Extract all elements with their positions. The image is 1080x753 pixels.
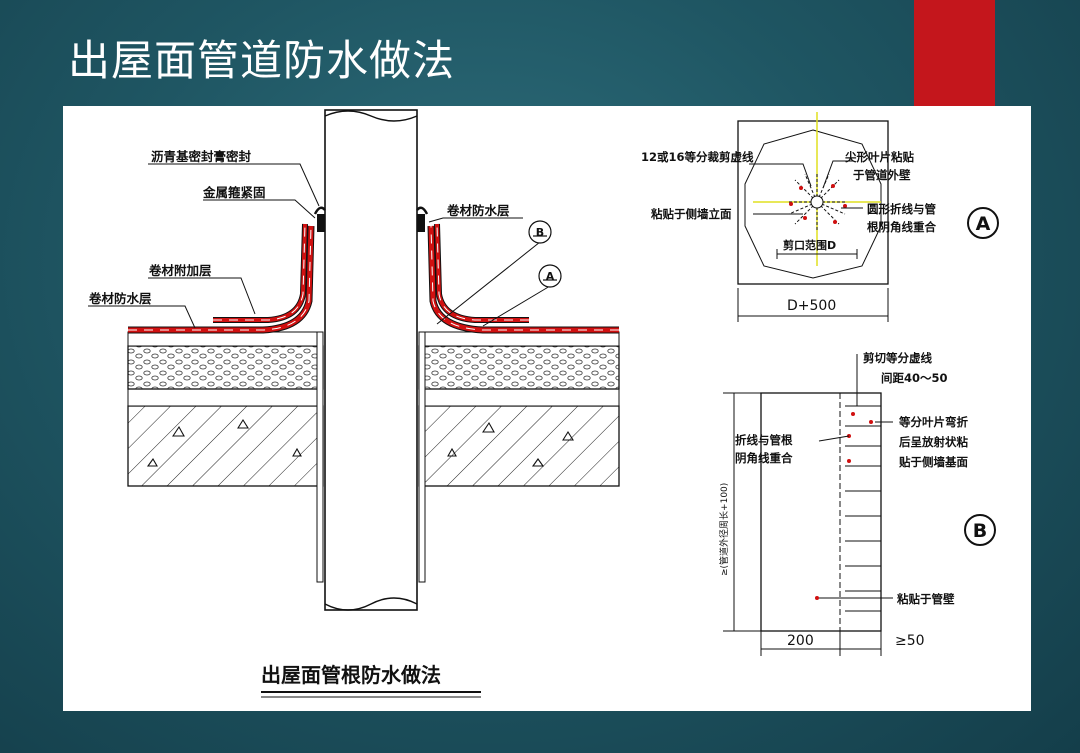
label-membrane-reinforce: 卷材附加层 [148, 263, 212, 278]
sealant-left [313, 206, 326, 215]
label-cut-range: 剪口范围D [783, 238, 836, 252]
label-metal-clamp: 金属箍紧固 [202, 185, 266, 200]
label-membrane-left: 卷材防水层 [88, 291, 152, 306]
label-fold-line1: 圆形折线与管 [867, 202, 936, 216]
label-b-fold1: 折线与管根 [735, 433, 793, 447]
pipe-bottom-break [324, 597, 418, 611]
label-tip-line2: 于管道外壁 [853, 168, 911, 182]
membrane-right [427, 223, 619, 334]
svg-text:B: B [973, 520, 987, 542]
detail-b-rect [760, 392, 882, 632]
detail-a-square [737, 120, 889, 285]
concrete-slab-left [127, 405, 324, 487]
detail-b-leaders [818, 354, 893, 599]
metal-clamp-right [417, 214, 425, 232]
label-membrane-right: 卷材防水层 [446, 203, 510, 218]
insulation-layer-left [127, 345, 324, 390]
marker-a: A [538, 264, 562, 288]
detail-b-drawing: ≥(管道外径周长+100) 200 ≥50 剪切等分虚线 间距40～50 折线与… [718, 351, 996, 656]
detail-b-strips [845, 405, 881, 612]
dim-a-text: D+500 [787, 298, 836, 314]
roof-section-drawing: 沥青基密封膏密封 金属箍紧固 卷材附加层 卷材防水层 卷材防水层 B A 出屋面… [88, 109, 620, 698]
svg-text:A: A [546, 270, 555, 283]
leveling-layer-right [418, 388, 620, 407]
label-fold-line2: 根阴角线重合 [867, 220, 936, 234]
label-b-cut-line2: 间距40～50 [881, 371, 948, 385]
concrete-slab-right [418, 405, 620, 487]
marker-b: B [528, 220, 552, 244]
label-b-leaf2: 后呈放射状粘 [899, 435, 968, 449]
dim-b-width-text: 200 [787, 633, 814, 649]
section-caption: 出屋面管根防水做法 [261, 663, 441, 687]
leader-lines-right [428, 217, 551, 327]
dim-b-min-text: ≥50 [895, 633, 925, 649]
slide-title: 出屋面管道防水做法 [68, 36, 456, 85]
red-accent-bar [914, 0, 995, 106]
detail-b-marker: B [964, 514, 996, 546]
label-side-wall: 粘贴于侧墙立面 [651, 207, 732, 221]
sleeve-right [418, 331, 426, 583]
screed-layer-left [127, 331, 324, 347]
pipe-center-circle [810, 195, 824, 209]
sealant-right [416, 206, 429, 215]
dim-b-vertical-text: ≥(管道外径周长+100) [718, 483, 730, 576]
insulation-layer-right [418, 345, 620, 390]
label-b-cut-line1: 剪切等分虚线 [863, 351, 932, 365]
label-b-fold2: 阴角线重合 [735, 451, 793, 465]
detail-a-leaders [749, 160, 863, 215]
pipe-top-break [324, 110, 418, 122]
detail-a-marker: A [967, 207, 999, 239]
label-sealant: 沥青基密封膏密封 [151, 149, 252, 164]
drawing-panel: 沥青基密封膏密封 金属箍紧固 卷材附加层 卷材防水层 卷材防水层 B A 出屋面… [63, 106, 1031, 711]
leader-lines-left [88, 163, 320, 329]
label-b-leaf1: 等分叶片弯折 [898, 415, 968, 429]
detail-b-red-points [815, 412, 873, 600]
metal-clamp-left [317, 214, 325, 232]
membrane-left [128, 223, 315, 334]
pipe [324, 109, 418, 611]
sleeve-left [316, 331, 324, 583]
svg-text:B: B [536, 226, 544, 239]
label-tip-line1: 尖形叶片粘贴 [845, 150, 914, 164]
concrete-aggregate [146, 418, 574, 467]
screed-layer-right [418, 331, 620, 347]
leveling-layer-left [127, 388, 324, 407]
detail-a-polygon [744, 129, 882, 279]
svg-text:A: A [976, 213, 991, 235]
detail-a-drawing: 12或16等分裁剪虚线 尖形叶片粘贴 于管道外壁 粘贴于侧墙立面 圆形折线与管 … [641, 112, 999, 322]
label-b-leaf3: 贴于侧墙基面 [898, 455, 968, 469]
detail-a-red-points [789, 184, 847, 224]
label-cut-lines: 12或16等分裁剪虚线 [641, 150, 754, 164]
label-b-pipe-wall: 粘贴于管壁 [897, 592, 955, 606]
